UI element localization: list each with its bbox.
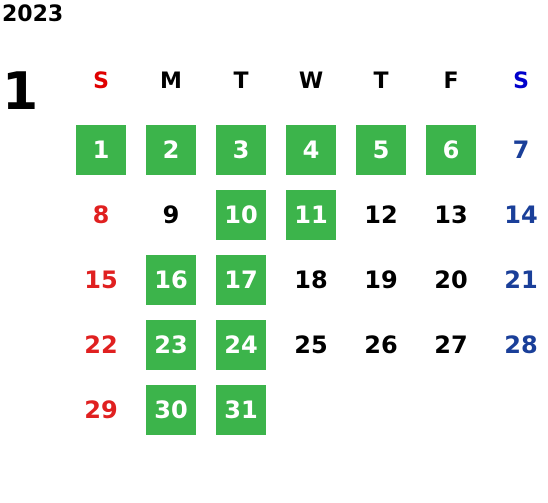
day-cell[interactable]: 11 [286,190,336,240]
day-cell[interactable]: 1 [76,125,126,175]
day-cell[interactable]: 21 [504,266,538,294]
day-cell[interactable]: 17 [216,255,266,305]
day-cell[interactable]: 31 [216,385,266,435]
day-cell[interactable]: 2 [146,125,196,175]
day-cell[interactable]: 15 [84,266,118,294]
weekday-header: M [160,68,182,94]
week-row: 15 16 17 18 19 20 21 [68,238,548,305]
day-cell[interactable]: 28 [504,331,538,359]
day-cell[interactable]: 18 [294,266,328,294]
week-row: 22 23 24 25 26 27 28 [68,303,548,370]
day-cell[interactable]: 9 [162,201,180,229]
weekday-header: T [233,68,249,94]
day-cell[interactable]: 30 [146,385,196,435]
day-cell[interactable]: 26 [364,331,398,359]
day-cell[interactable]: 23 [146,320,196,370]
year-label: 2023 [2,2,64,27]
day-cell[interactable]: 12 [364,201,398,229]
day-cell[interactable]: 4 [286,125,336,175]
day-cell[interactable]: 24 [216,320,266,370]
day-cell[interactable]: 8 [92,201,110,229]
day-cell[interactable]: 14 [504,201,538,229]
month-label: 1 [2,62,39,122]
day-cell[interactable]: 19 [364,266,398,294]
day-cell[interactable]: 25 [294,331,328,359]
weekday-header: W [298,68,324,94]
weekday-header: F [443,68,459,94]
day-cell[interactable]: 5 [356,125,406,175]
weekday-header: S [513,68,529,94]
week-row: 8 9 10 11 12 13 14 [68,173,548,240]
day-cell[interactable]: 29 [84,396,118,424]
week-row: 29 30 31 [68,368,548,435]
day-cell[interactable]: 7 [512,136,530,164]
day-cell[interactable]: 6 [426,125,476,175]
day-cell[interactable]: 13 [434,201,468,229]
day-cell[interactable]: 22 [84,331,118,359]
day-cell[interactable]: 10 [216,190,266,240]
weekday-header: T [373,68,389,94]
day-cell[interactable]: 27 [434,331,468,359]
weekday-header: S [93,68,109,94]
day-cell[interactable]: 20 [434,266,468,294]
day-cell[interactable]: 16 [146,255,196,305]
day-cell[interactable]: 3 [216,125,266,175]
